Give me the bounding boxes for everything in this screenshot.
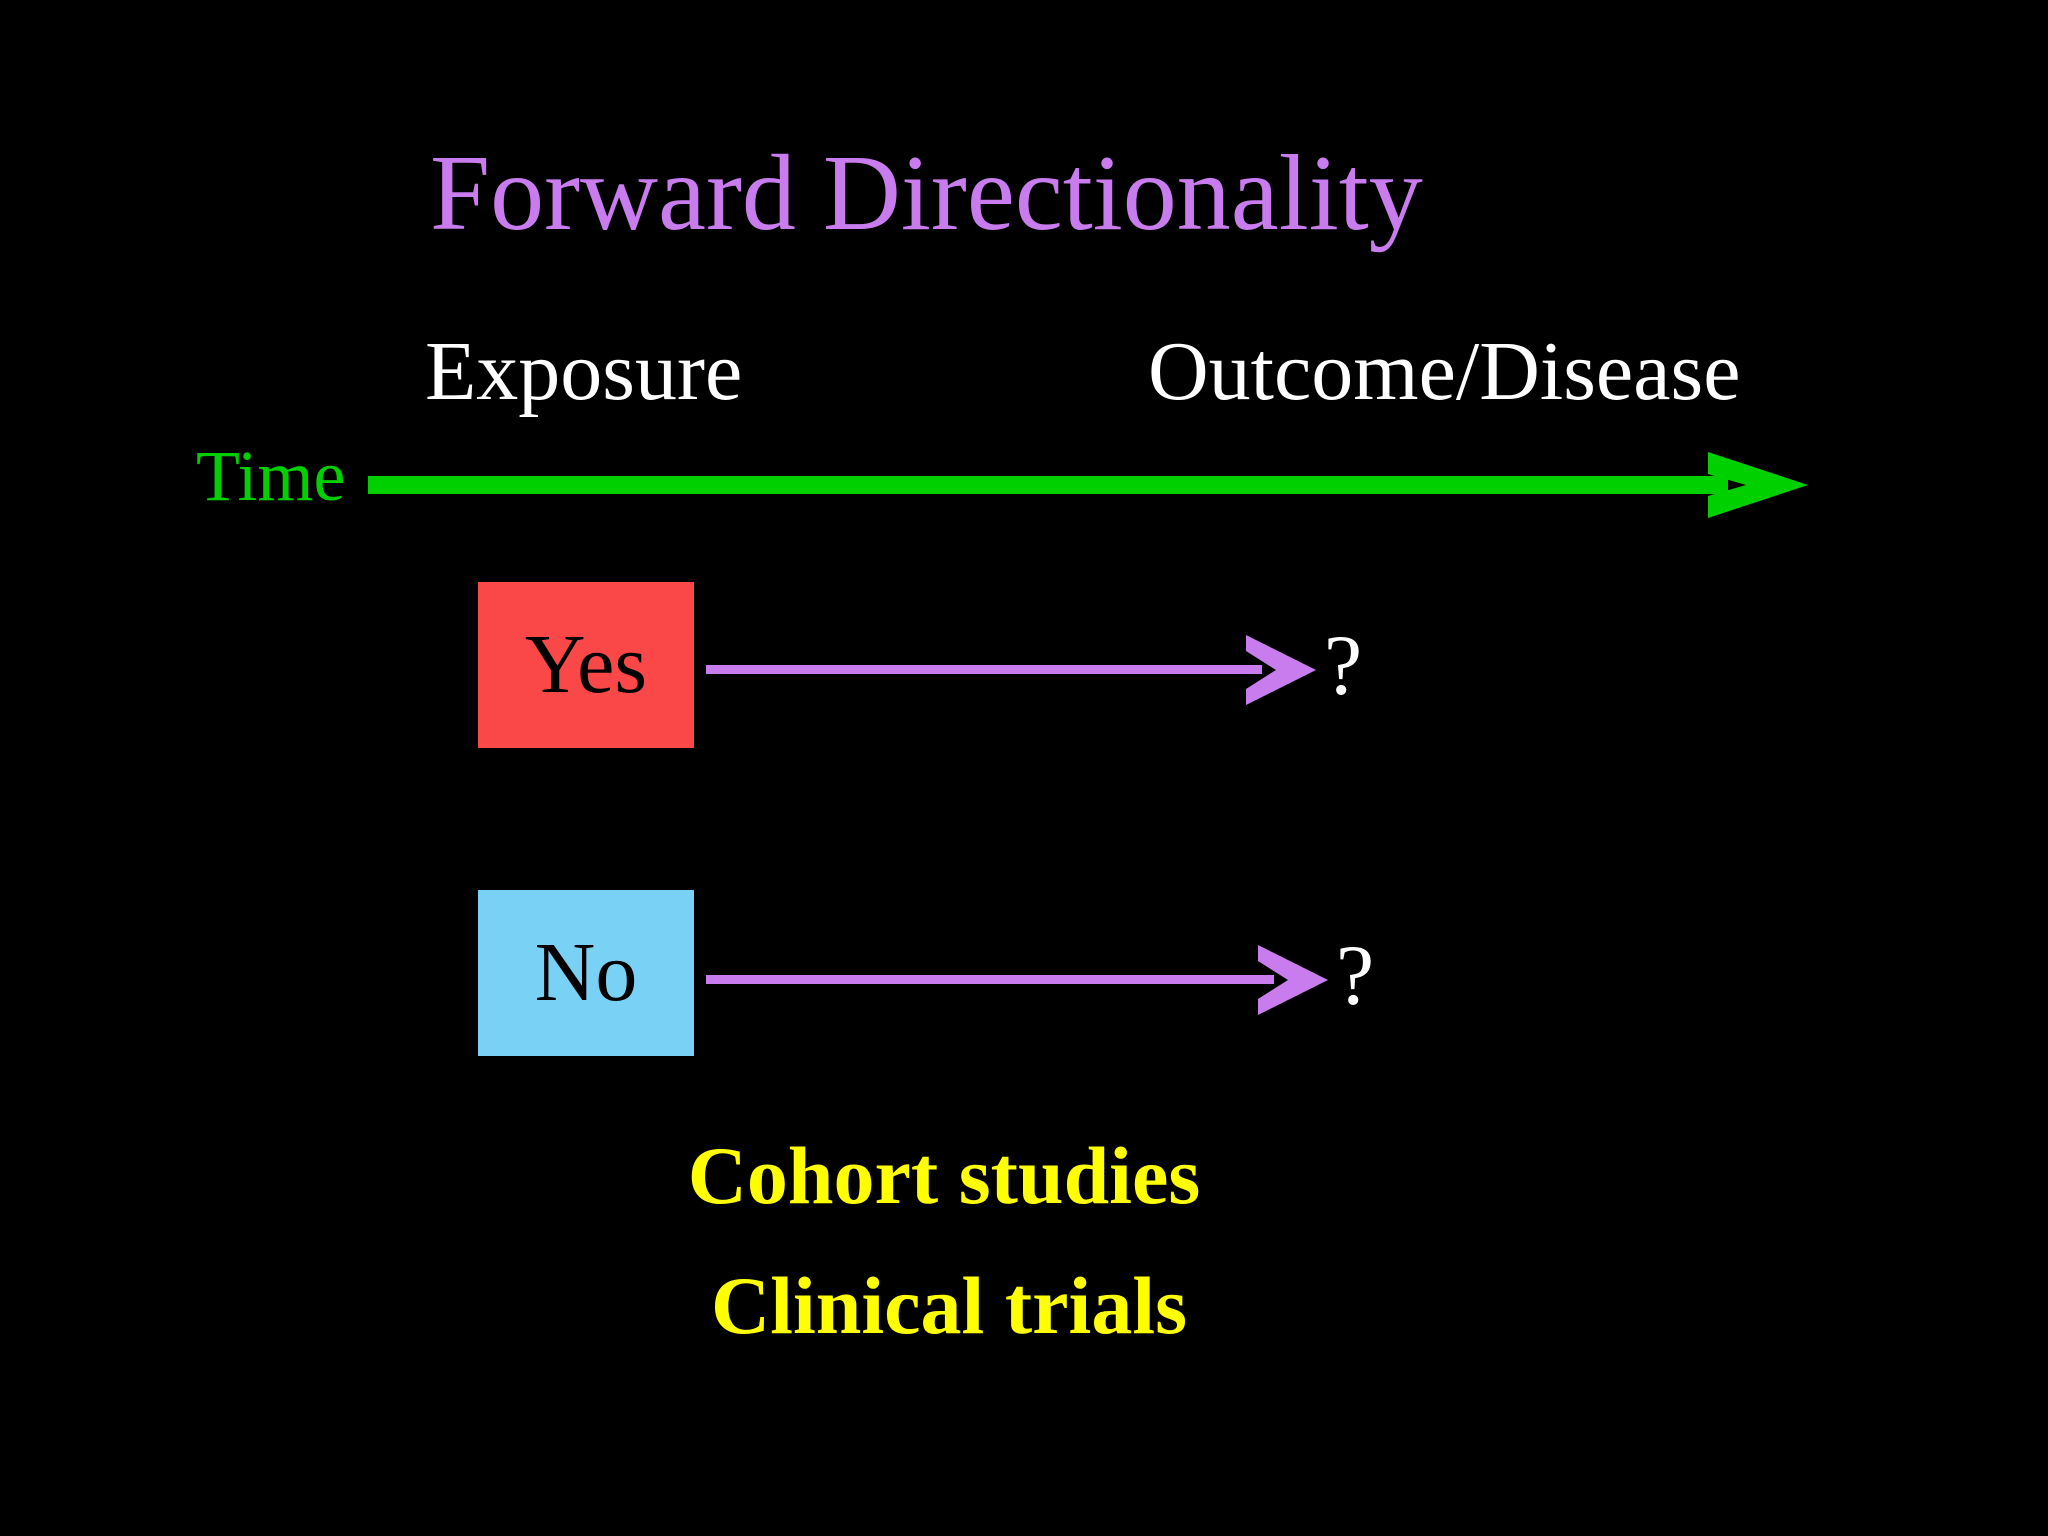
- outcome-unknown-yes: ?: [1324, 617, 1363, 713]
- time-axis-label: Time: [196, 436, 346, 516]
- link-arrow-no-icon: [706, 925, 1328, 1035]
- column-header-exposure: Exposure: [425, 325, 743, 418]
- footer-line-clinical-trials: Clinical trials: [710, 1260, 1188, 1351]
- exposure-box-yes[interactable]: Yes: [478, 582, 694, 748]
- outcome-unknown-no: ?: [1336, 927, 1375, 1023]
- exposure-box-no-label: No: [534, 926, 638, 1019]
- column-header-outcome: Outcome/Disease: [1148, 325, 1741, 418]
- page-title: Forward Directionality: [430, 134, 1423, 253]
- exposure-box-yes-label: Yes: [524, 618, 648, 711]
- footer-line-cohort-studies: Cohort studies: [687, 1130, 1201, 1221]
- exposure-box-no[interactable]: No: [478, 890, 694, 1056]
- link-arrow-yes-icon: [706, 615, 1316, 725]
- time-arrow-icon: [368, 440, 1808, 532]
